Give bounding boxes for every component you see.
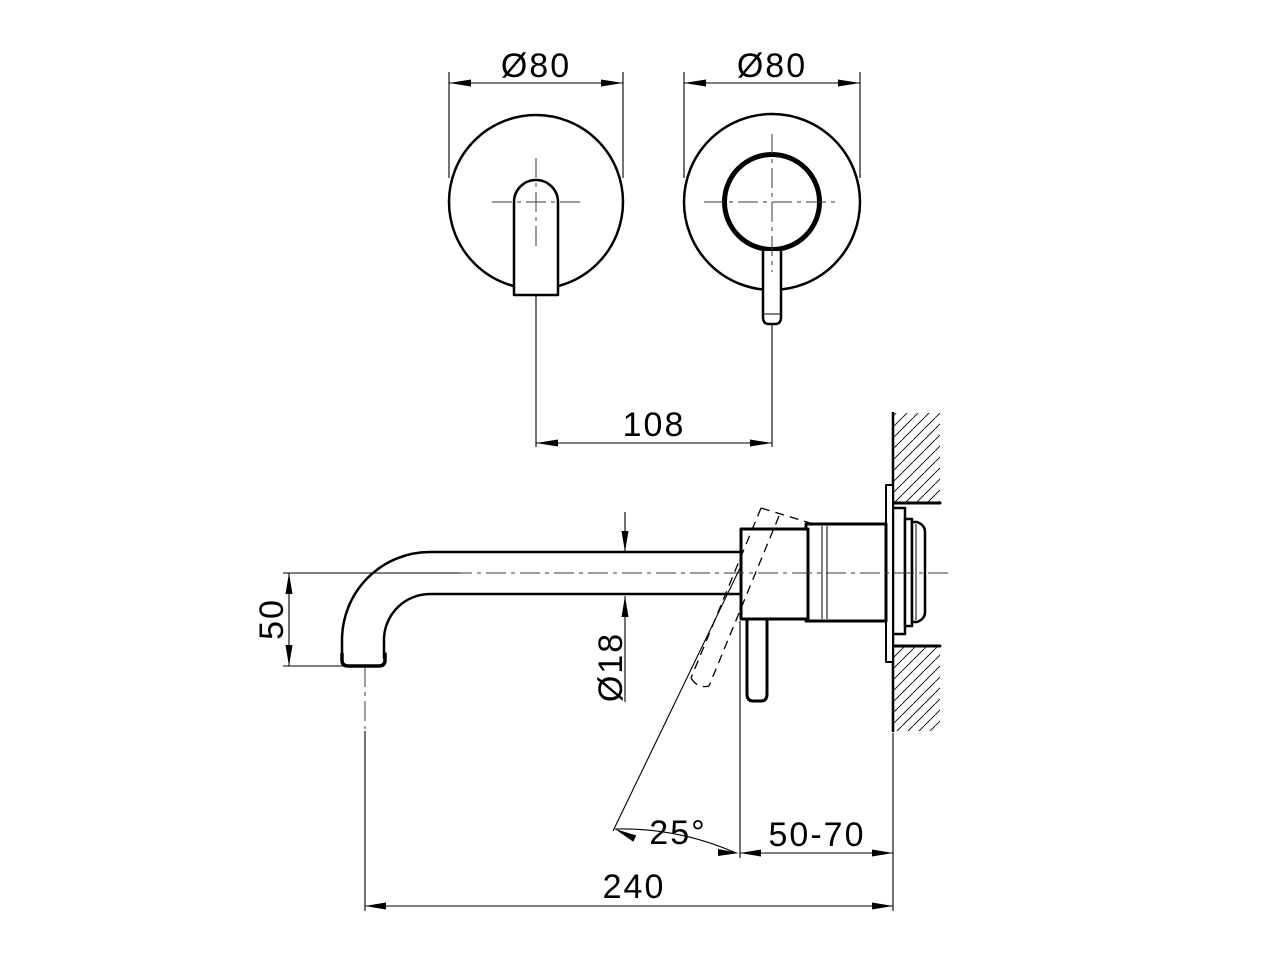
- arrowhead-left: [684, 79, 706, 87]
- arrowhead-right: [601, 79, 623, 87]
- dim-label-spout-reach: 240: [603, 868, 666, 906]
- arrowhead-left: [536, 439, 558, 447]
- handle-open-position-phantom: [690, 507, 811, 688]
- wall-hatch-lower: [893, 646, 940, 731]
- spout-outer-profile: [340, 550, 743, 660]
- dimension-spout-reach: 240: [364, 731, 894, 911]
- phantom-lever-edge: [708, 515, 780, 687]
- dim-label-handle-trim-diameter: Ø80: [737, 47, 807, 85]
- arrowhead-right: [838, 79, 860, 87]
- arrowhead-up: [285, 573, 293, 594]
- front-view: Ø80 Ø80 108: [447, 47, 862, 447]
- angle-arc: [614, 828, 737, 854]
- arrowhead-left: [365, 902, 386, 910]
- handle-trim-front: [682, 112, 862, 447]
- arrowhead-down: [285, 645, 293, 666]
- dim-label-spout-drop: 50: [253, 598, 291, 640]
- arrowhead-right: [750, 439, 772, 447]
- arrowhead-right: [872, 902, 893, 910]
- arrowhead-right: [718, 849, 739, 856]
- arrowhead-up: [621, 596, 629, 617]
- phantom-lever-base: [760, 507, 811, 524]
- dimension-spout-trim-diameter: Ø80: [448, 47, 624, 178]
- arrowhead-left: [615, 829, 637, 842]
- dim-label-handle-swing-angle: 25°: [649, 814, 706, 852]
- dimension-spout-drop: 50: [253, 572, 460, 667]
- dim-label-trim-spacing: 108: [623, 406, 686, 444]
- dimension-handle-trim-diameter: Ø80: [683, 47, 861, 178]
- handle-lever-side: [745, 617, 769, 703]
- dim-label-wall-depth-range: 50-70: [769, 816, 866, 854]
- dim-label-spout-trim-diameter: Ø80: [501, 47, 571, 85]
- dim-label-spout-tube-diameter: Ø18: [592, 632, 630, 702]
- arrowhead-left: [740, 849, 761, 857]
- dimension-trim-spacing: 108: [536, 406, 772, 447]
- arrowhead-down: [621, 531, 629, 552]
- dimension-spout-tube-diameter: Ø18: [592, 512, 630, 702]
- arrowhead-left: [449, 79, 471, 87]
- spout-outlet-tip: [340, 652, 387, 668]
- mixer-front-body: [739, 527, 810, 621]
- angle-reference-line: [612, 565, 742, 832]
- dimension-handle-swing-angle: 25°: [612, 565, 742, 856]
- spout-trim-front: [447, 113, 625, 447]
- wall-hatch-upper: [893, 413, 940, 503]
- cartridge-nut: [910, 520, 927, 624]
- arrowhead-right: [872, 849, 893, 857]
- spout-side: [340, 550, 743, 668]
- spout-inner-profile: [382, 592, 743, 660]
- phantom-lever-end-cap: [690, 677, 710, 688]
- mounting-flange-ring: [891, 506, 907, 636]
- dimension-wall-depth-range: 50-70: [739, 621, 893, 858]
- side-view: 25° Ø18 50 50-70: [253, 411, 948, 911]
- phantom-lever-edge: [690, 507, 762, 679]
